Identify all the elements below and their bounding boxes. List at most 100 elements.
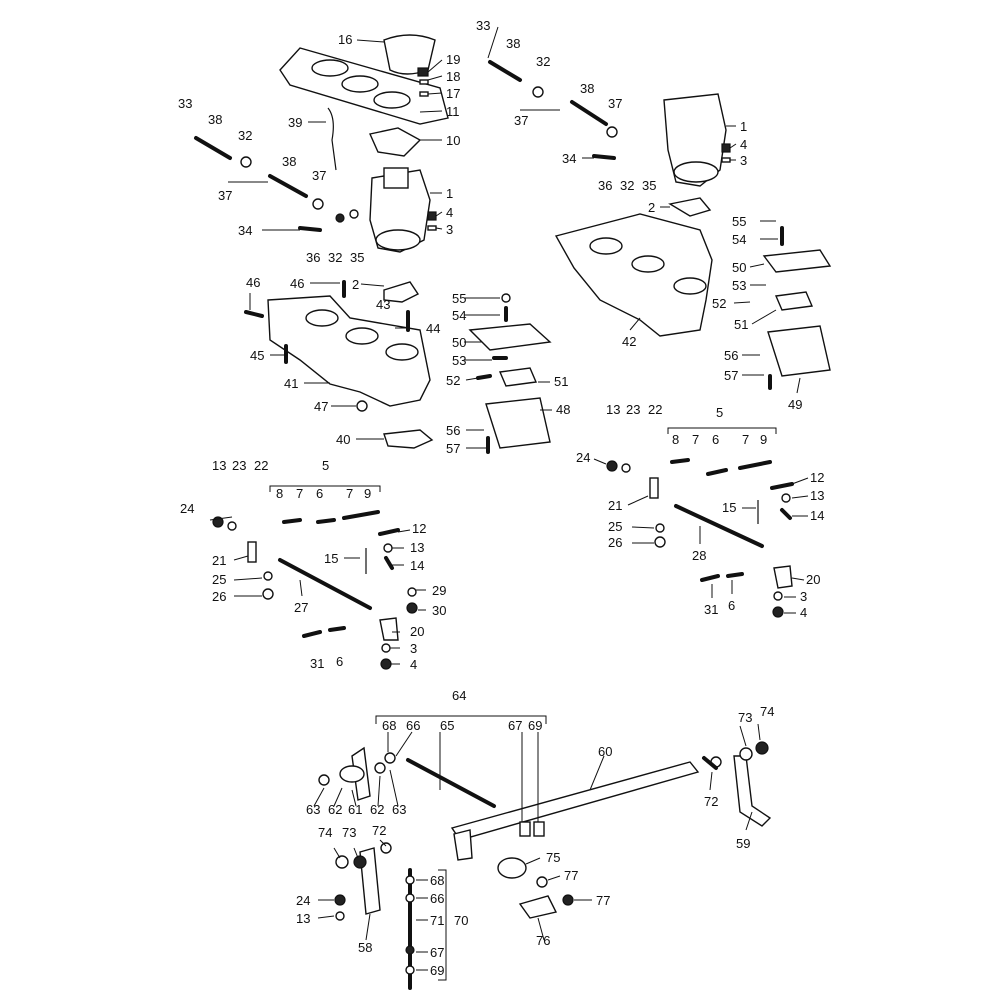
float (774, 291, 814, 311)
callout-35b: 35 (642, 178, 656, 193)
callout-59: 59 (736, 836, 750, 851)
nut (334, 894, 346, 906)
bushing-pin (702, 756, 718, 770)
callout-38b: 38 (282, 154, 296, 169)
pin (328, 626, 346, 632)
callout-64: 64 (452, 688, 466, 703)
callout-26b: 26 (608, 535, 622, 550)
flange-gasket (369, 127, 422, 157)
callout-74a: 74 (760, 704, 774, 719)
callout-42: 42 (622, 334, 636, 349)
pivot-sleeve (339, 765, 365, 783)
callout-52a: 52 (446, 373, 460, 388)
fitting (606, 126, 618, 138)
callout-4a: 4 (446, 205, 453, 220)
lever (773, 565, 793, 589)
screw (780, 508, 792, 520)
callout-13a: 13 (212, 458, 226, 473)
callout-1b: 1 (740, 119, 747, 134)
manifold-port (589, 237, 623, 255)
callout-73a: 73 (738, 710, 752, 725)
callout-14b: 14 (810, 508, 824, 523)
callout-34b: 34 (562, 151, 576, 166)
link-rod (316, 518, 336, 524)
bolt (302, 630, 322, 638)
left-manifold-group (244, 280, 434, 449)
callout-15b: 15 (722, 500, 736, 515)
callout-51b: 51 (734, 317, 748, 332)
callout-38d: 38 (580, 81, 594, 96)
callout-9a: 9 (364, 486, 371, 501)
bolt (700, 574, 720, 582)
washer (427, 225, 437, 231)
nut (721, 143, 731, 153)
nut (562, 894, 574, 906)
callout-3c: 3 (410, 641, 417, 656)
ball-socket (405, 875, 415, 885)
callout-2a: 2 (352, 277, 359, 292)
callout-27: 27 (294, 600, 308, 615)
callout-39: 39 (288, 115, 302, 130)
callout-25b: 25 (608, 519, 622, 534)
manifold-port (385, 343, 419, 361)
callout-32a: 32 (238, 128, 252, 143)
lever-arm (770, 482, 794, 490)
carb-top (383, 167, 409, 189)
callout-21a: 21 (212, 553, 226, 568)
link-rod (738, 460, 772, 470)
callout-75: 75 (546, 850, 560, 865)
callout-11: 11 (446, 104, 460, 119)
left-float-bowl-group (468, 293, 552, 454)
adjust-screw (488, 60, 522, 82)
stud (244, 310, 264, 318)
callout-7c: 7 (692, 432, 699, 447)
callout-45: 45 (250, 348, 264, 363)
ball-socket (384, 752, 396, 764)
manifold-port (345, 327, 379, 345)
callout-4c: 4 (410, 657, 417, 672)
bracket-line (667, 427, 777, 434)
callout-73b: 73 (342, 825, 356, 840)
callout-12a: 12 (412, 521, 426, 536)
shaft-arm (453, 829, 473, 861)
link-rod (342, 510, 380, 520)
float-cover-gasket (762, 249, 832, 273)
callout-56a: 56 (446, 423, 460, 438)
callout-7b: 7 (346, 486, 353, 501)
float-bowl (485, 397, 551, 449)
bolt (592, 154, 616, 160)
callout-61: 61 (348, 802, 362, 817)
callout-6c: 6 (712, 432, 719, 447)
washer (419, 79, 429, 85)
right-throttle-shaft (674, 504, 764, 548)
right-intake-manifold (554, 213, 713, 337)
callout-13b: 13 (410, 540, 424, 555)
callout-24b: 24 (576, 450, 590, 465)
flange-gasket-lower (383, 429, 434, 449)
washer (383, 543, 393, 553)
connecting-rod (406, 758, 496, 808)
callout-32d: 32 (620, 178, 634, 193)
callout-7d: 7 (742, 432, 749, 447)
left-throttle-linkage-group (212, 510, 418, 670)
callout-33a: 33 (178, 96, 192, 111)
callout-6d: 6 (728, 598, 735, 613)
bolt (298, 226, 322, 232)
callout-66b: 66 (430, 891, 444, 906)
callout-44: 44 (426, 321, 440, 336)
callout-65: 65 (440, 718, 454, 733)
fitting (240, 156, 252, 168)
callout-76: 76 (536, 933, 550, 948)
gasket-hole (373, 91, 411, 109)
callout-13d: 13 (810, 488, 824, 503)
callout-4d: 4 (800, 605, 807, 620)
callout-77a: 77 (564, 868, 578, 883)
bracket-line (375, 715, 547, 724)
callout-43: 43 (376, 297, 390, 312)
callout-37d: 37 (514, 113, 528, 128)
callout-13e: 13 (296, 911, 310, 926)
bracket (649, 477, 659, 499)
callout-33b: 33 (476, 18, 490, 33)
callout-36a: 36 (306, 250, 320, 265)
float-bowl (767, 325, 831, 377)
